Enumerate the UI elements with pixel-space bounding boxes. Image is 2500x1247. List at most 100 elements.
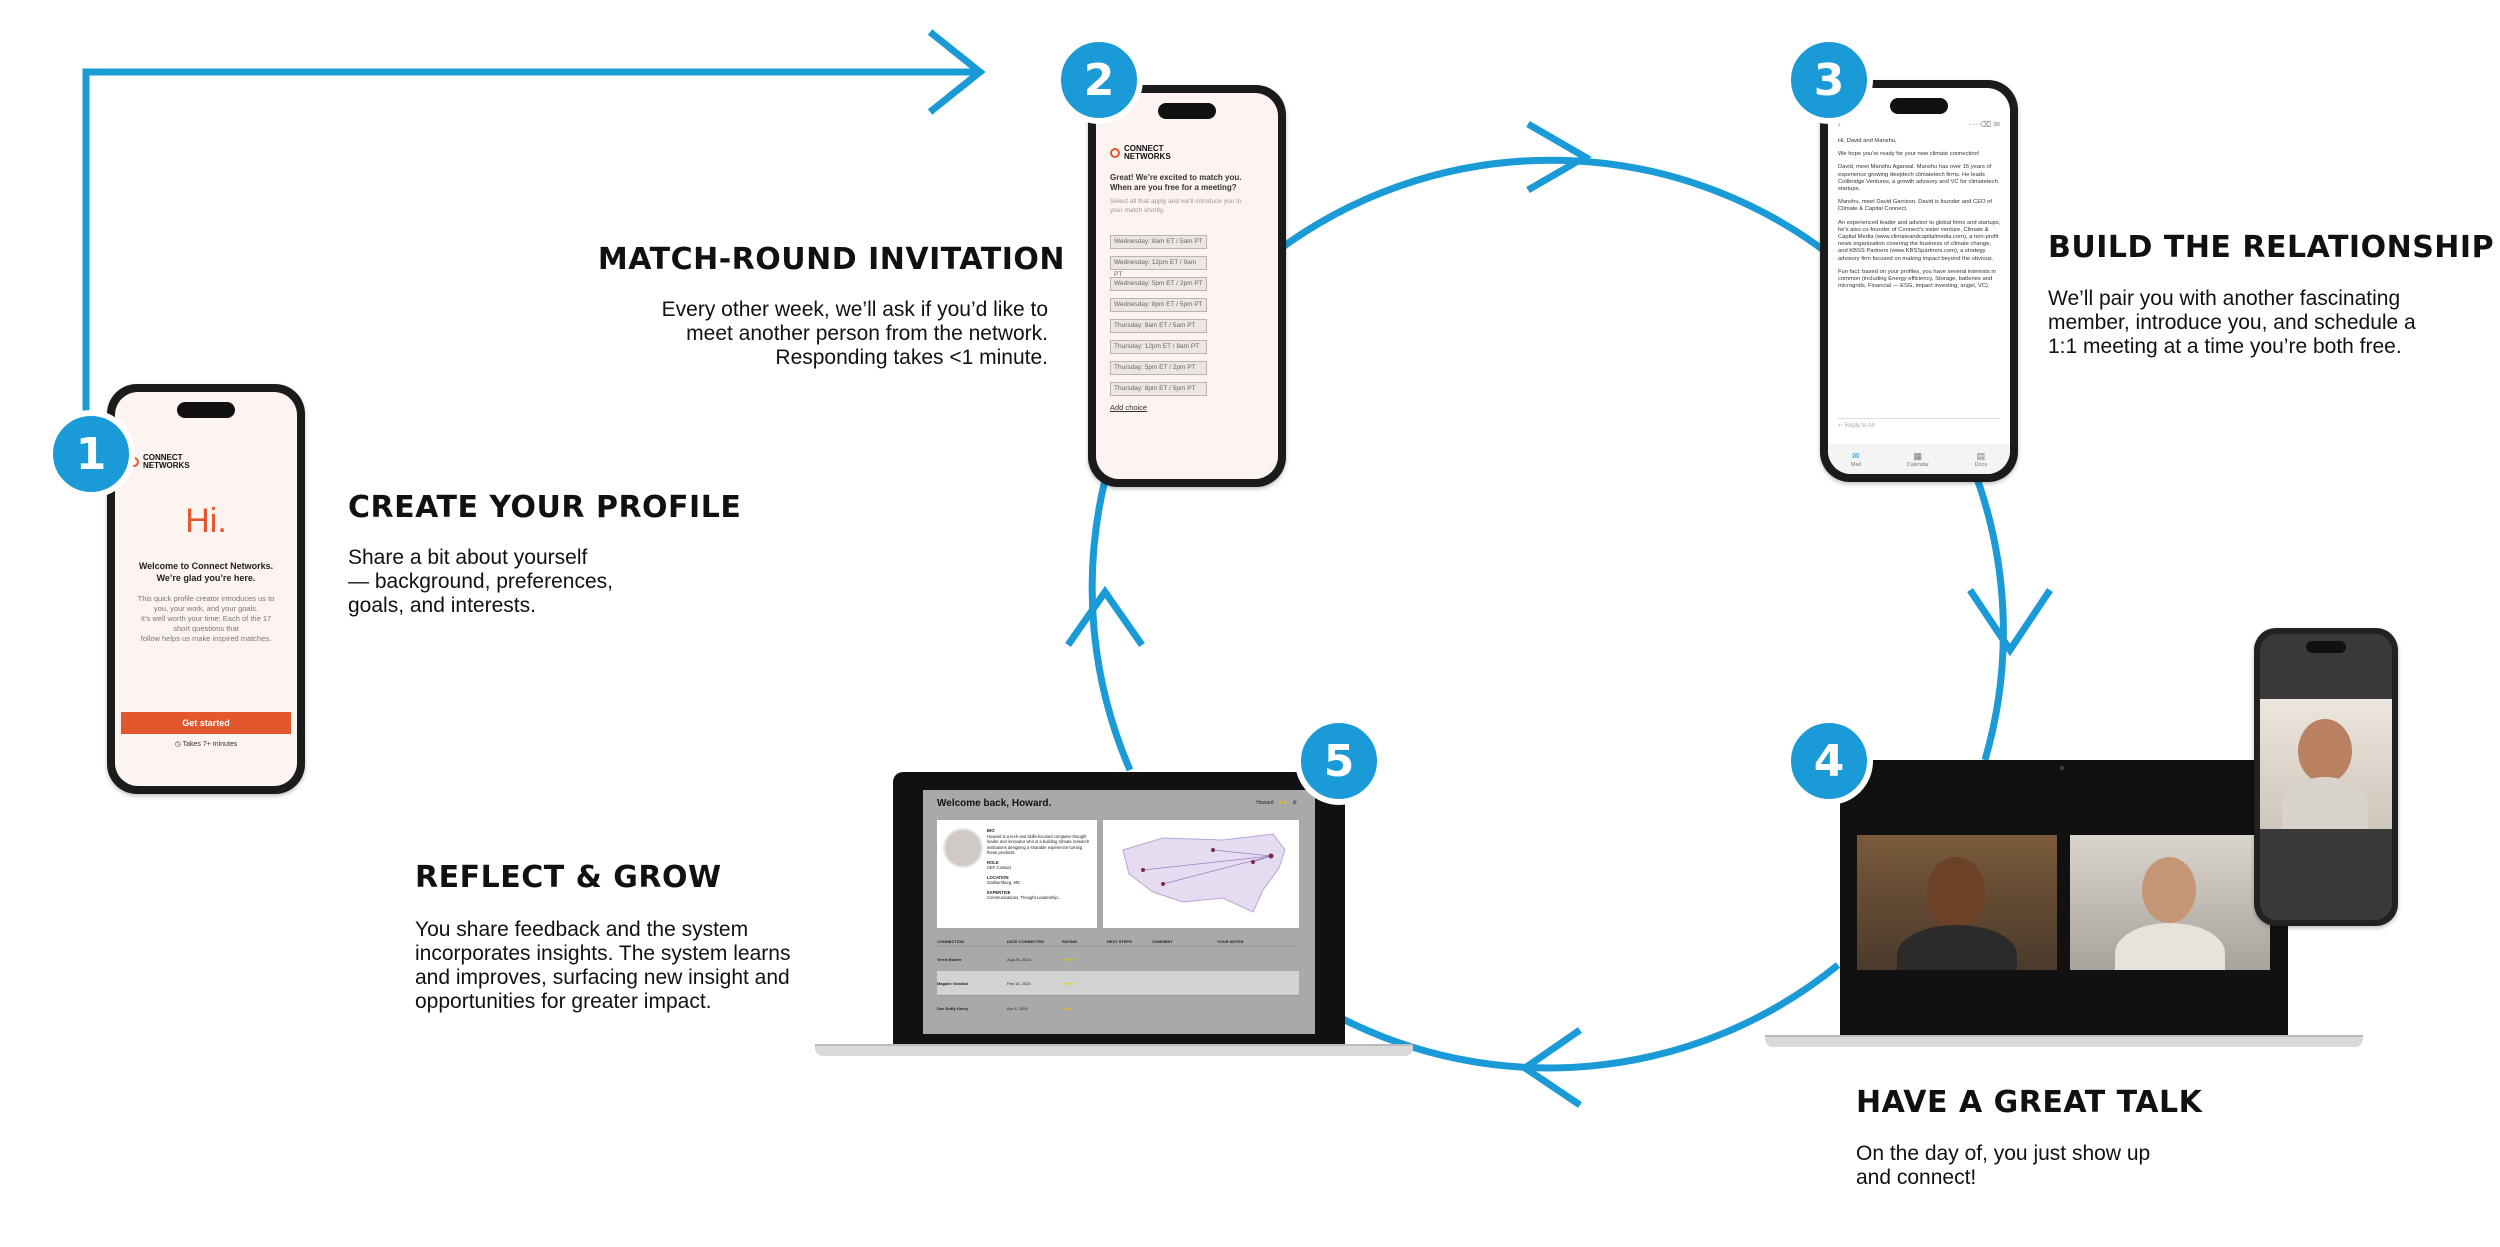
- invite-heading-line-2: When are you free for a meeting?: [1110, 183, 1237, 192]
- column-header: CONNECTION: [937, 938, 964, 944]
- location-label: LOCATION: [987, 874, 1009, 880]
- video-tile-participant-3: [2260, 699, 2392, 829]
- phone-notch: [1158, 103, 1216, 119]
- connection-name: Magalie Vaisblat: [937, 980, 968, 986]
- settings-icon[interactable]: ⚙: [1292, 800, 1297, 806]
- bio-text: Howard is a tech and skills-focused comp…: [987, 833, 1090, 856]
- table-row[interactable]: Terrie Baxter Aug 26, 2024 ★★★★: [937, 946, 1299, 971]
- time-slot-option[interactable]: Wednesday: 5pm ET / 2pm PT: [1110, 277, 1207, 291]
- column-header: COMMENT: [1152, 938, 1173, 944]
- connection-line: [1252, 855, 1272, 863]
- phone-notch: [1890, 98, 1948, 114]
- time-estimate: Takes 7+ minutes: [182, 741, 238, 748]
- add-choice-link[interactable]: Add choice: [1110, 403, 1148, 412]
- connection-date: Aug 26, 2024: [1007, 956, 1031, 962]
- laptop-dashboard: Welcome back, Howard. Howard ★★ ⚙ BIO Ho…: [893, 772, 1345, 1044]
- table-row[interactable]: Dee Duffy Gercy Apr 4, 2024 ★★★: [937, 995, 1299, 1020]
- email-toolbar-icons: ‹⋯ ⌫ ✉: [1838, 120, 2000, 129]
- connection-line: [1142, 855, 1272, 871]
- camera-dot: [2060, 766, 2064, 770]
- step-badge-1: 1: [47, 410, 135, 498]
- intro-arrow-line: [82, 68, 975, 415]
- invite-sub-line-2: your match shortly.: [1110, 207, 1165, 214]
- bio-label: BIO: [987, 828, 995, 833]
- laptop-base: [1765, 1035, 2363, 1047]
- profile-intro-line: you, your work, and your goals.: [153, 604, 259, 613]
- expertise-text: Communications, Thought Leadership...: [987, 895, 1062, 900]
- get-started-button[interactable]: Get started: [121, 712, 291, 734]
- step-badge-2: 2: [1055, 36, 1143, 124]
- time-slot-option[interactable]: Wednesday: 12pm ET / 9am PT: [1110, 256, 1207, 278]
- table-row[interactable]: Magalie Vaisblat Feb 16, 2024 ★★★★: [937, 971, 1299, 995]
- email-greeting: Hi, David and Manshu,: [1838, 138, 1897, 144]
- profile-intro-line: It’s well worth your time: Each of the 1…: [140, 614, 272, 623]
- column-header: NEXT STEPS: [1107, 938, 1132, 944]
- welcome-line-2: We’re glad you’re here.: [156, 573, 256, 583]
- reply-all-field[interactable]: Reply to All: [1844, 423, 1875, 429]
- step-2-description: Every other week, we’ll ask if you’d lik…: [661, 298, 1048, 369]
- tab-calendar[interactable]: Calendar: [1906, 461, 1929, 468]
- video-tile-participant-2: [2070, 835, 2270, 970]
- invite-heading-line-1: Great! We’re excited to match you.: [1110, 173, 1242, 182]
- profile-intro-line: follow helps us make inspired matches.: [140, 634, 272, 643]
- video-tile-participant-1: [1857, 835, 2057, 970]
- map-point: [1211, 848, 1215, 852]
- arrow-head-right: [1967, 588, 2053, 657]
- step-badge-4: 4: [1785, 717, 1873, 805]
- connections-map: [1103, 820, 1299, 928]
- role-label: ROLE: [987, 859, 999, 865]
- welcome-line-1: Welcome to Connect Networks.: [138, 561, 274, 571]
- column-header: RATING: [1062, 938, 1078, 944]
- invite-sub-line-1: Select all that apply and we’ll introduc…: [1110, 198, 1242, 205]
- tab-mail[interactable]: Mail: [1850, 461, 1861, 468]
- cycle-arc-2-3: [1269, 156, 1833, 258]
- star-rating-icon: ★★★★: [1062, 980, 1077, 986]
- arrow-head-bottom: [1518, 1027, 1582, 1108]
- connections-table: CONNECTION DATE CONNECTED RATING NEXT ST…: [937, 936, 1299, 1020]
- connection-line: [1212, 849, 1272, 857]
- phone-notch: [2306, 641, 2346, 653]
- phone-tab-bar: ✉Mail ▦Calendar ▤Docs: [1828, 444, 2010, 474]
- time-slot-option[interactable]: Thursday: 5pm ET / 2pm PT: [1110, 361, 1207, 375]
- dashboard-screen: Welcome back, Howard. Howard ★★ ⚙ BIO Ho…: [923, 790, 1315, 1034]
- expertise-label: EXPERTISE: [987, 889, 1011, 895]
- clock-icon: ◷: [174, 741, 181, 748]
- user-menu[interactable]: Howard: [1256, 800, 1274, 806]
- email-paragraph: An experienced leader and advisor to glo…: [1838, 219, 2001, 262]
- docs-icon: ▤: [1976, 450, 1986, 461]
- dashboard-welcome: Welcome back, Howard.: [937, 798, 1052, 809]
- calendar-icon: ▦: [1913, 450, 1923, 461]
- step-4-title: HAVE A GREAT TALK: [1856, 1085, 2203, 1120]
- reply-icon: ↩: [1838, 423, 1844, 429]
- time-slot-list: Wednesday: 8am ET / 5am PT Wednesday: 12…: [1110, 235, 1207, 412]
- profile-intro-line: short questions that: [173, 624, 239, 633]
- arrow-head-top: [1526, 120, 1592, 194]
- intro-arrow-head: [927, 29, 986, 115]
- phone-video-call: [2254, 628, 2398, 926]
- star-rating-icon: ★★★: [1062, 1005, 1073, 1011]
- time-slot-option[interactable]: Thursday: 8pm ET / 5pm PT: [1110, 382, 1207, 396]
- star-rating-icon: ★★★★: [1062, 956, 1077, 962]
- location-text: Gaithersburg, MD: [987, 880, 1021, 885]
- time-slot-option[interactable]: Wednesday: 8am ET / 5am PT: [1110, 235, 1207, 249]
- time-slot-option[interactable]: Thursday: 8am ET / 5am PT: [1110, 319, 1207, 333]
- time-slot-option[interactable]: Thursday: 12pm ET / 9am PT: [1110, 340, 1207, 354]
- step-2-title: MATCH-ROUND INVITATION: [597, 242, 1065, 277]
- table-header: CONNECTION DATE CONNECTED RATING NEXT ST…: [937, 936, 1299, 946]
- cycle-arc-3-4: [1968, 463, 2007, 761]
- time-slot-option[interactable]: Wednesday: 8pm ET / 5pm PT: [1110, 298, 1207, 312]
- column-header: YOUR NOTES: [1217, 938, 1244, 944]
- avatar: [943, 828, 983, 868]
- map-point: [1141, 868, 1145, 872]
- email-paragraph: We hope you’re ready for your new climat…: [1838, 151, 1980, 158]
- email-paragraph: Fun fact: based on your profiles, you ha…: [1838, 268, 1996, 290]
- laptop-base: [815, 1044, 1413, 1056]
- tab-docs[interactable]: Docs: [1974, 461, 1988, 468]
- connection-name: Dee Duffy Gercy: [937, 1005, 969, 1011]
- step-3-title: BUILD THE RELATIONSHIP: [2048, 230, 2495, 265]
- step-badge-5: 5: [1295, 717, 1383, 805]
- star-icon: ★★: [1278, 800, 1288, 806]
